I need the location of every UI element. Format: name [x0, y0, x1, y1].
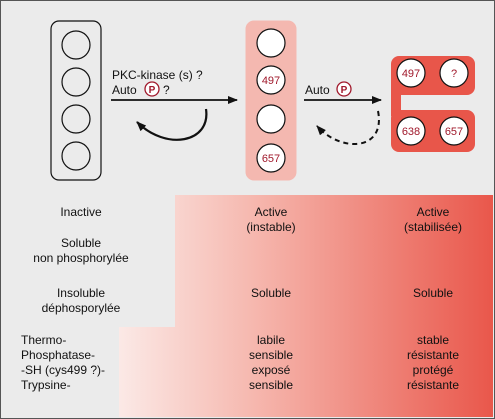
col1-row2-label: Soluble non phosphorylée: [33, 236, 129, 265]
arrow1-question: ?: [163, 83, 170, 97]
phospho-icon-letter: P: [149, 85, 156, 96]
site-circle-657: [439, 116, 469, 146]
phospho-icon-letter: P: [341, 85, 348, 96]
activity-gradient-band: [119, 195, 493, 417]
site-circle: [61, 141, 91, 171]
inactive-kinase-box: [50, 20, 102, 181]
active-instable-box: [245, 20, 297, 181]
site-circle: [61, 104, 91, 134]
col2-row4-label: labile sensible exposé sensible: [248, 333, 294, 392]
col2-row3-label: Soluble: [250, 286, 292, 300]
arrow2-auto-label: Auto: [305, 83, 330, 97]
site-circle-657: [256, 143, 286, 173]
site-label-497: 497: [262, 75, 280, 87]
col2-row1-label: Active (instable): [246, 205, 296, 234]
phospho-icon: [336, 81, 352, 97]
site-circle-unknown: [439, 58, 469, 88]
site-circle-497: [256, 65, 286, 95]
autophospho-cycle-arrow: [136, 108, 208, 141]
col1-row3-label: Insoluble déphosporylée: [41, 286, 121, 315]
site-label-497: 497: [402, 68, 420, 80]
col1-row4-label: Thermo- Phosphatase- -SH (cys499 ?)- Try…: [21, 333, 106, 392]
col1-row1-label: Inactive: [60, 205, 102, 219]
site-circle: [256, 104, 286, 134]
site-label-657: 657: [445, 126, 463, 138]
phospho-icon: [144, 81, 160, 97]
arrow1-auto-label: Auto: [112, 83, 137, 97]
site-label-unknown: ?: [451, 68, 457, 80]
arrow1-kinase-label: PKC-kinase (s) ?: [112, 68, 203, 82]
site-label-638: 638: [402, 126, 420, 138]
autophospho-dashed-arrow: [316, 110, 380, 145]
site-circle: [61, 67, 91, 97]
col3-row4-label: stable résistante protégé résistante: [406, 333, 460, 392]
col3-row1-label: Active (stabilisée): [403, 205, 463, 234]
site-circle-497: [396, 58, 426, 88]
site-circle: [61, 30, 91, 60]
col3-row3-label: Soluble: [412, 286, 454, 300]
state2-sites: 497 657: [256, 28, 286, 173]
site-label-657: 657: [262, 153, 280, 165]
site-circle: [256, 28, 286, 58]
active-stable-hinge: [391, 86, 401, 116]
inactive-sites: [61, 30, 91, 171]
site-circle-638: [396, 116, 426, 146]
